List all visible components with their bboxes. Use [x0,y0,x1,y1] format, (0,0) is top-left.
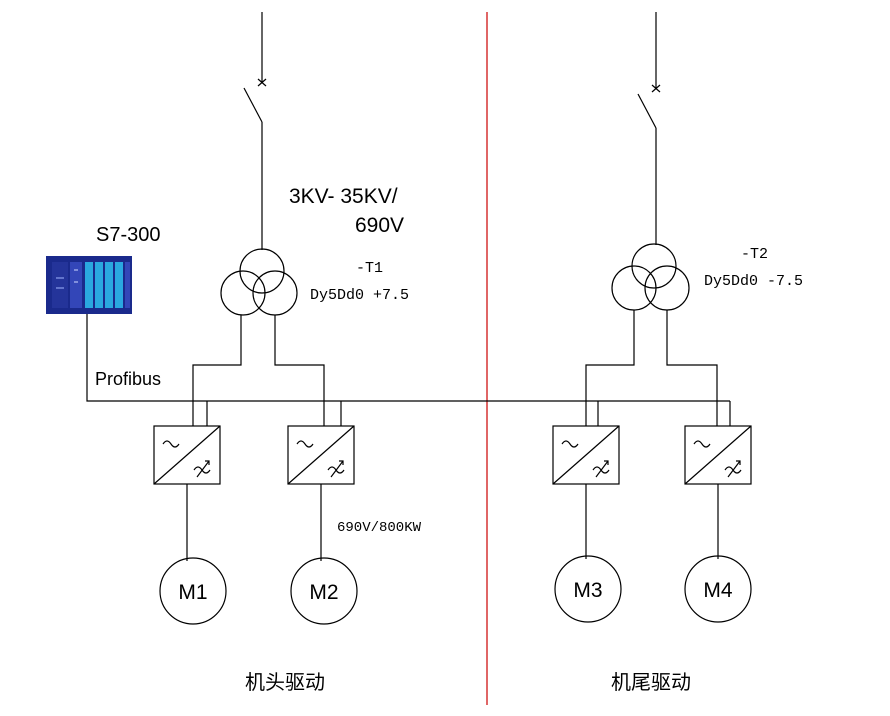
transformer-t2-tag: -T2 [741,246,768,263]
incoming-feeder-right [637,12,661,245]
incoming-feeder-left [243,12,267,250]
transformer-t1-symbol [220,248,298,316]
plc-label: S7-300 [96,224,161,246]
secondary-wiring [192,310,718,426]
motor-m4: M4 [684,555,752,623]
motor-m3: M3 [554,555,622,623]
converter-2 [287,425,355,485]
profibus-network-line [86,314,731,426]
plc-rack-icon [46,256,132,314]
transformer-t2-symbol [611,243,690,311]
transformer-t1-vector-group: Dy5Dd0 +7.5 [310,287,409,304]
motor-m4-label: M4 [703,579,732,602]
converter-1 [153,425,221,485]
profibus-label: Profibus [95,369,161,389]
motor-feeders [186,484,719,561]
motor-m1-label: M1 [178,581,207,604]
section-head-label: 机头驱动 [245,671,325,694]
converter-4 [684,425,752,485]
motor-m1: M1 [159,557,227,625]
motor-m2: M2 [290,557,358,625]
transformer-t2-vector-group: Dy5Dd0 -7.5 [704,273,803,290]
section-tail-label: 机尾驱动 [611,671,691,694]
transformer-t1-tag: -T1 [356,260,383,277]
supply-voltage-line1: 3KV- 35KV/ [289,185,398,208]
supply-voltage-line2: 690V [355,214,404,237]
motor-m2-label: M2 [309,581,338,604]
drive-rating-label: 690V/800KW [337,520,422,536]
converter-3 [552,425,620,485]
motor-m3-label: M3 [573,579,602,602]
